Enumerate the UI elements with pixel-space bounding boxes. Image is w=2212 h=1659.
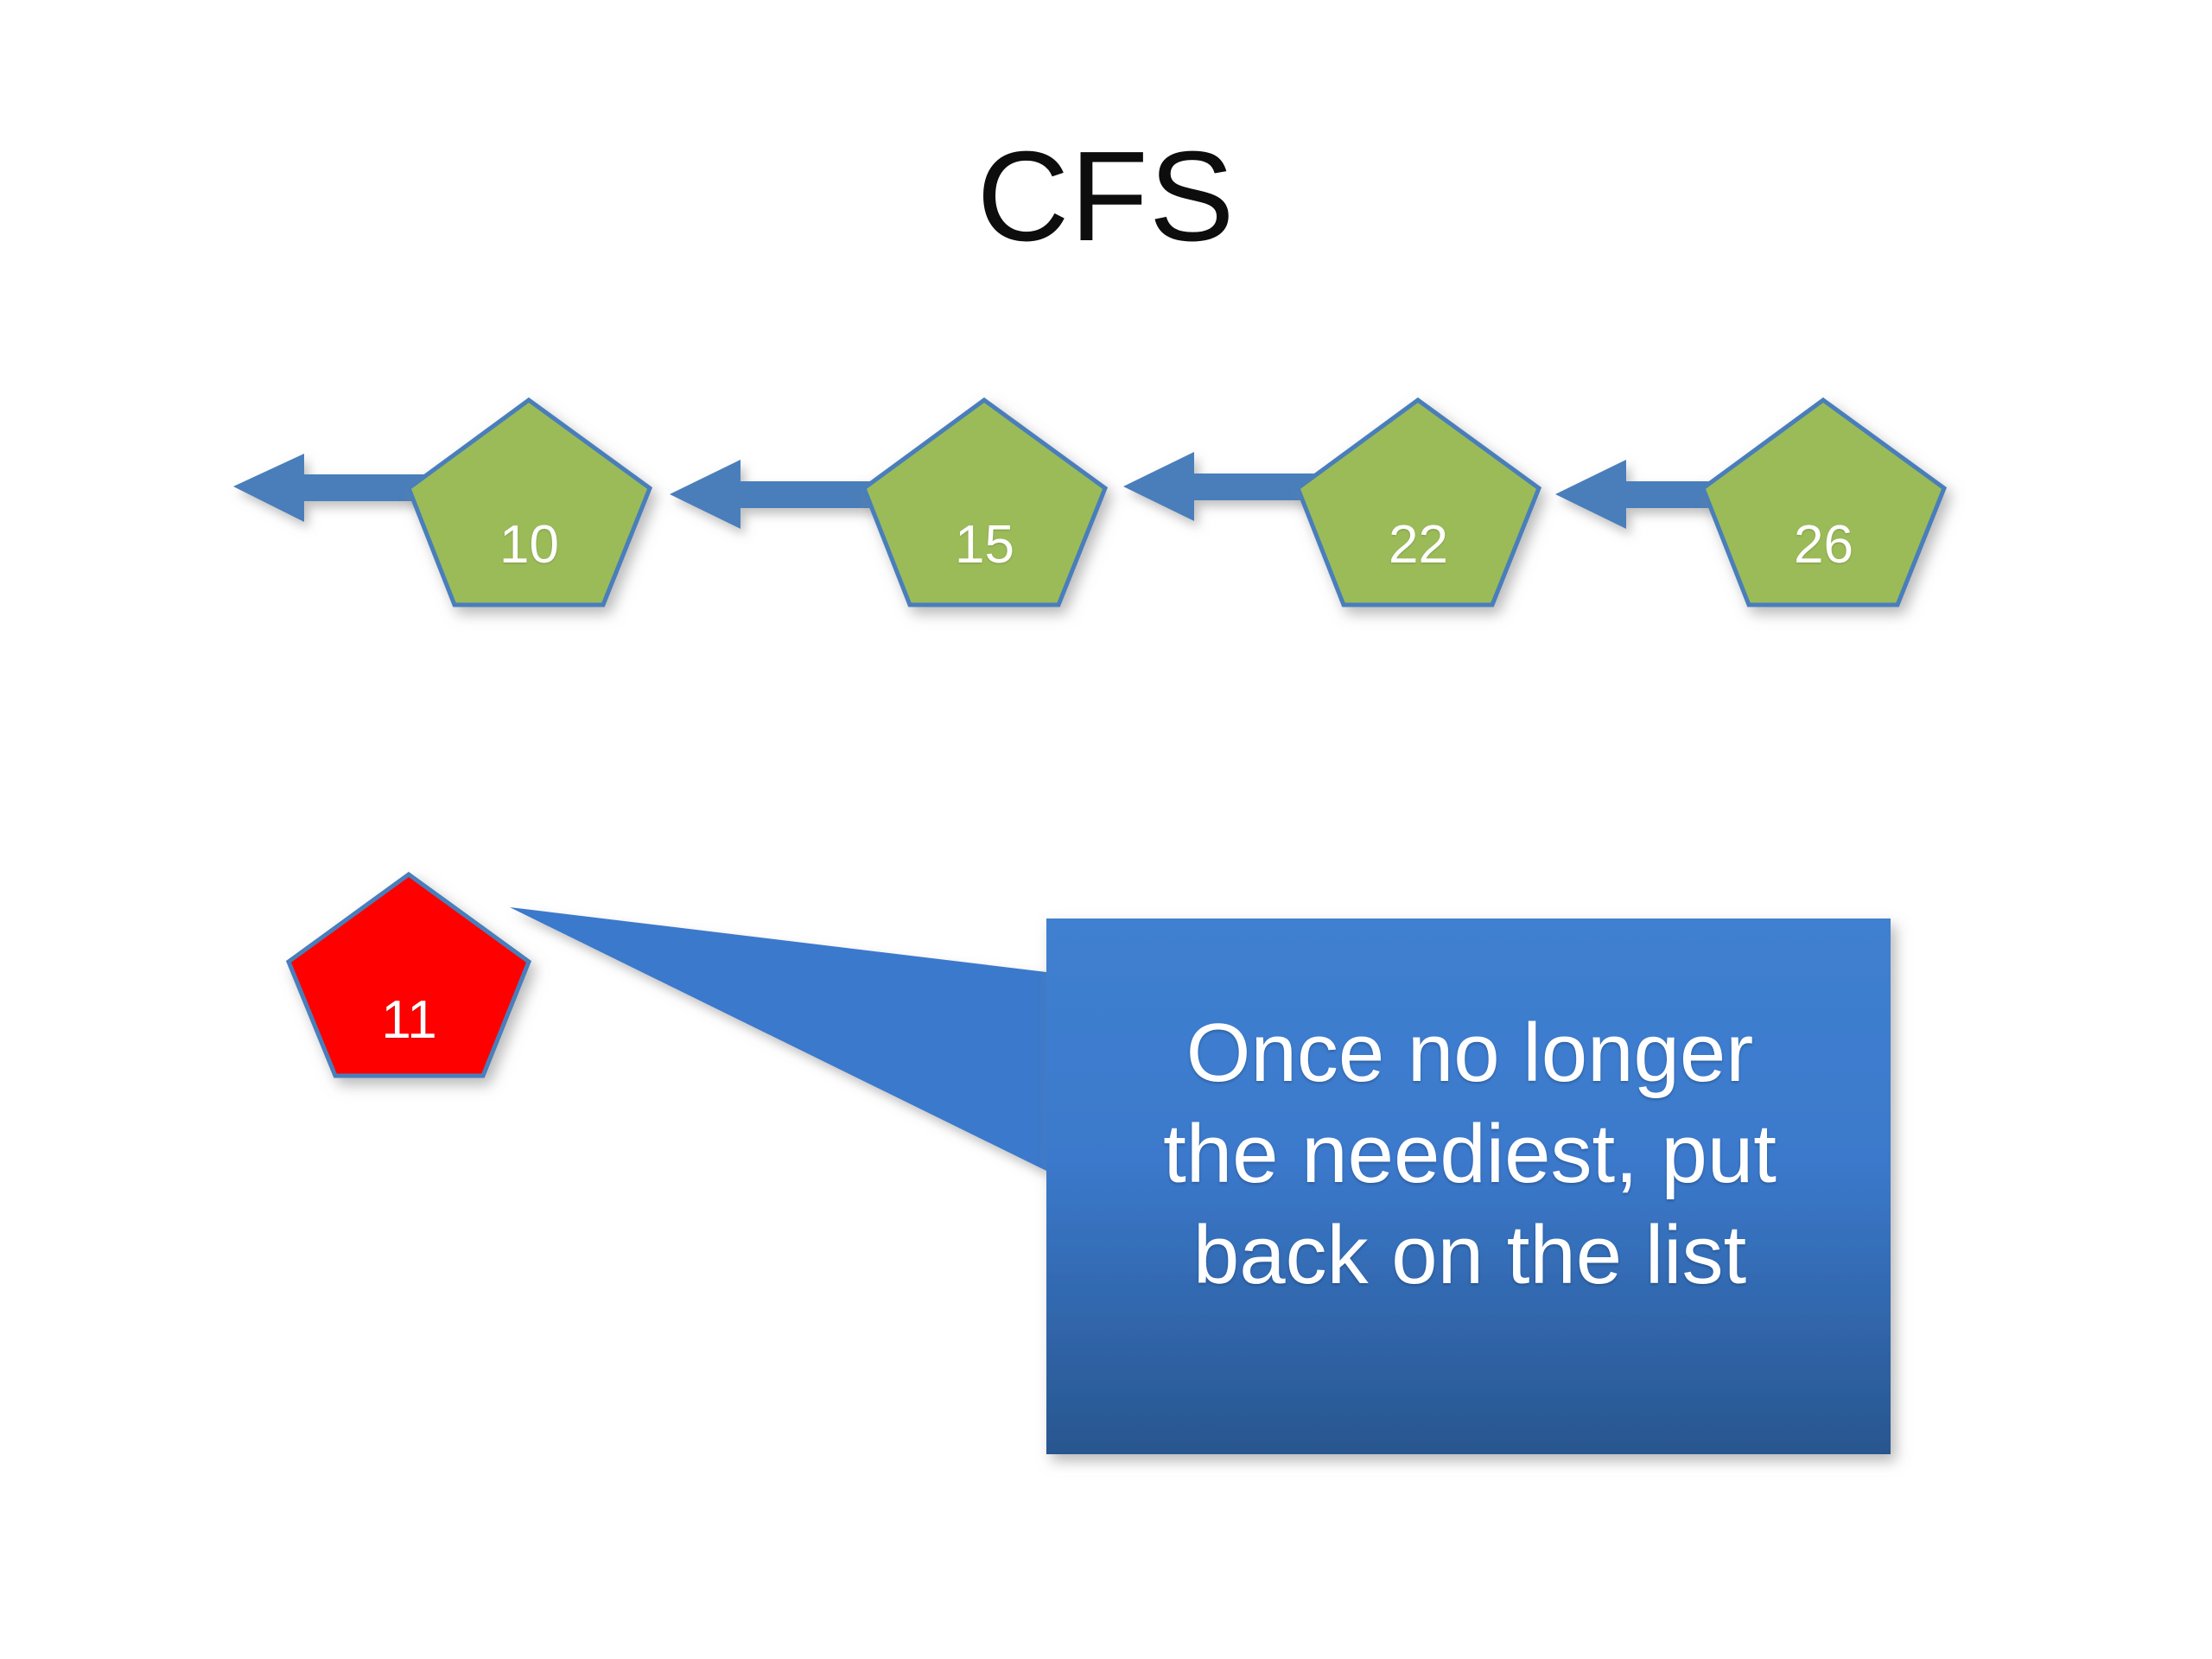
queue-node-26[interactable] (1700, 397, 1948, 607)
arrow-26-to-22 (1555, 460, 1728, 529)
callout-text-line-3: back on the list (1192, 1209, 1747, 1302)
page-title: CFS (976, 125, 1236, 268)
callout-text-line-1: Once no longer (1185, 1007, 1754, 1099)
current-task-node-11[interactable] (285, 871, 532, 1078)
callout-box (1046, 918, 1891, 1454)
queue-node-10[interactable] (405, 397, 653, 607)
arrow-22-to-15 (1123, 452, 1338, 521)
queue-node-22[interactable] (1294, 397, 1542, 607)
callout-text-line-2: the neediest, put (1163, 1108, 1777, 1201)
arrow-15-to-10 (670, 460, 883, 529)
callout-text: Once no longer the neediest, put back on… (1064, 1002, 1876, 1306)
callout-tail (510, 907, 1046, 1171)
queue-node-15[interactable] (861, 397, 1109, 607)
arrow-out-left (233, 454, 432, 522)
